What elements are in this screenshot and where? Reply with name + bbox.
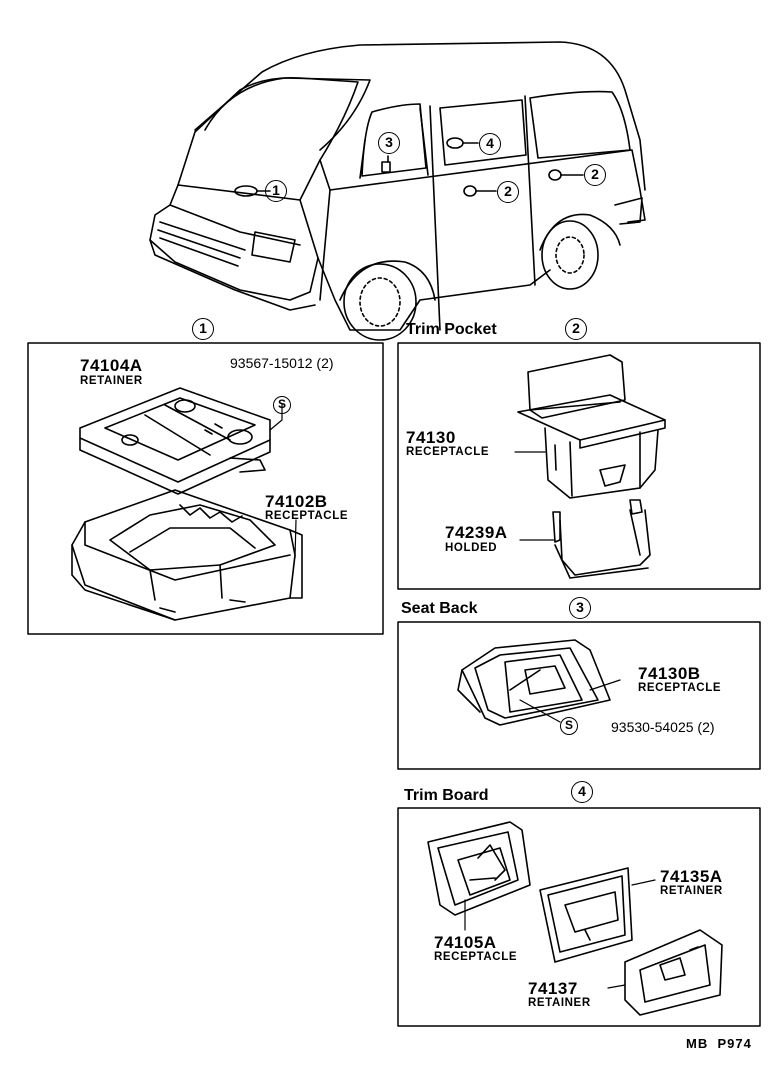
part-number-74102b: 74102B: [265, 492, 328, 511]
part-name-retainer: RETAINER: [660, 885, 723, 897]
part-name-receptacle: RECEPTACLE: [638, 682, 722, 694]
part-number-74137: 74137: [528, 979, 578, 998]
hardware-number: 93530-54025: [611, 719, 694, 735]
receptacle-74102b-art: [71, 489, 303, 621]
section-2-number: 2: [565, 318, 587, 340]
van-callout-2-rear: 2: [584, 164, 606, 186]
retainer-74135a-art: [539, 867, 656, 963]
part-name-holded: HOLDED: [445, 542, 498, 554]
part-number-74104a: 74104A: [80, 356, 143, 375]
van-callout-1: 1: [265, 180, 287, 202]
section-4-number: 4: [571, 781, 593, 803]
van-illustration: [149, 41, 646, 341]
part-name-retainer: RETAINER: [80, 375, 143, 387]
receptacle-74130-art: [514, 354, 666, 499]
part-name-receptacle: RECEPTACLE: [434, 951, 518, 963]
part-name-retainer: RETAINER: [528, 997, 591, 1009]
section-1-number: 1: [192, 318, 214, 340]
screw-symbol-s: S: [560, 717, 578, 735]
van-callout-2-door: 2: [497, 181, 519, 203]
hardware-number: 93567-15012: [230, 355, 313, 371]
hardware-qty: (2): [316, 355, 334, 371]
screw-symbol-s: S: [273, 396, 291, 414]
part-number-74135a: 74135A: [660, 867, 723, 886]
van-callout-3: 3: [378, 132, 400, 154]
part-number-74130: 74130: [406, 428, 456, 447]
section-3-number: 3: [569, 597, 591, 619]
section-3-title: Seat Back: [401, 600, 478, 617]
section-4-title: Trim Board: [404, 787, 489, 804]
hardware-number-93567-15012: 93567-15012 (2): [230, 356, 334, 370]
hardware-qty: (2): [697, 719, 715, 735]
retainer-74104a-art: [79, 387, 283, 495]
holded-74239a-art: [519, 499, 651, 579]
section-2-title: Trim Pocket: [406, 321, 497, 338]
part-number-74105a: 74105A: [434, 933, 497, 952]
part-number-74130b: 74130B: [638, 664, 701, 683]
part-name-receptacle: RECEPTACLE: [265, 510, 349, 522]
hardware-number-93530-54025: 93530-54025 (2): [611, 720, 715, 734]
receptacle-74105a-art: [427, 821, 531, 931]
part-name-receptacle: RECEPTACLE: [406, 446, 490, 458]
retainer-74137-art: [607, 929, 723, 1016]
diagram-reference-code: MB P974: [686, 1036, 752, 1051]
receptacle-74130b-art: [457, 639, 621, 726]
van-callout-4: 4: [479, 133, 501, 155]
part-number-74239a: 74239A: [445, 523, 508, 542]
